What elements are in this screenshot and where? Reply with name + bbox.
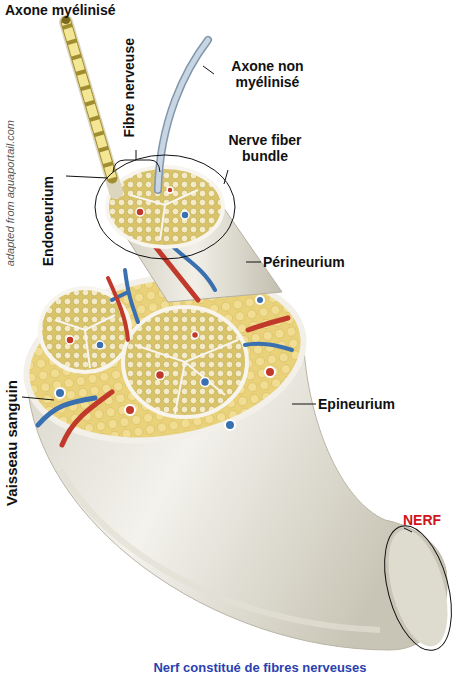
part-label: Vaisseau sanguin bbox=[3, 380, 20, 506]
fascicle-face bbox=[192, 332, 199, 339]
blood-vessel bbox=[108, 278, 128, 340]
blood-vessel bbox=[125, 405, 135, 415]
fascicle-face bbox=[123, 307, 247, 417]
blood-vessel bbox=[256, 296, 264, 304]
part-label: Nerve fiber bundle bbox=[215, 132, 315, 164]
epineurium-body bbox=[377, 523, 458, 652]
blood-vessel bbox=[248, 318, 288, 330]
fascicle-face bbox=[167, 187, 173, 193]
myelinated-axon bbox=[66, 22, 116, 192]
leader-line bbox=[22, 397, 54, 400]
leader-line bbox=[246, 262, 261, 263]
leader-line bbox=[22, 66, 461, 658]
part-label: Axone myélinisé bbox=[5, 2, 116, 18]
fascicle-face bbox=[123, 307, 247, 417]
watermark: adapted from aquaportail.com bbox=[4, 120, 17, 266]
myelinated-axon bbox=[62, 16, 116, 192]
leader-line bbox=[224, 170, 228, 184]
blood-vessel bbox=[225, 420, 235, 430]
blood-vessel bbox=[265, 367, 275, 377]
myelinated-axon bbox=[66, 22, 112, 178]
fascicle-face bbox=[130, 190, 198, 240]
part-label: Epineurium bbox=[318, 396, 395, 412]
fascicle-face bbox=[181, 211, 189, 219]
part-label: Fibre nerveuse bbox=[121, 38, 137, 138]
leader-line bbox=[113, 150, 160, 172]
fascicle-face bbox=[201, 378, 210, 387]
fascicle-face bbox=[107, 167, 223, 247]
leader-line bbox=[404, 528, 412, 532]
epineurium-body bbox=[60, 470, 380, 630]
fascicle-face bbox=[156, 371, 165, 380]
blood-vessel bbox=[55, 388, 65, 398]
blood-vessel bbox=[38, 270, 292, 445]
unmyelinated-axon bbox=[158, 40, 208, 190]
fascicle-face bbox=[66, 336, 74, 344]
fascicle-face bbox=[55, 315, 115, 368]
unmyelinated-axon bbox=[158, 40, 208, 190]
leader-line bbox=[95, 155, 235, 259]
fascicle-face bbox=[135, 340, 238, 414]
fascicle-face bbox=[96, 341, 104, 349]
blood-vessel bbox=[245, 344, 292, 350]
unmyelinated-axon bbox=[158, 40, 208, 190]
part-label: Axone non myélinisé bbox=[210, 58, 325, 90]
fascicle-face bbox=[136, 208, 144, 216]
leader-line bbox=[203, 66, 214, 74]
blood-vessel bbox=[62, 392, 112, 445]
fascicle-face bbox=[107, 167, 223, 247]
part-label: NERF bbox=[403, 512, 441, 528]
part-label: Endoneurium bbox=[40, 176, 56, 266]
part-label: Périneurium bbox=[263, 254, 345, 270]
leader-line bbox=[66, 176, 108, 178]
leader-line bbox=[372, 518, 461, 657]
leader-line bbox=[292, 404, 316, 405]
caption: Nerf constitué de fibres nerveuses bbox=[60, 660, 460, 675]
myelinated-axon bbox=[66, 22, 112, 178]
